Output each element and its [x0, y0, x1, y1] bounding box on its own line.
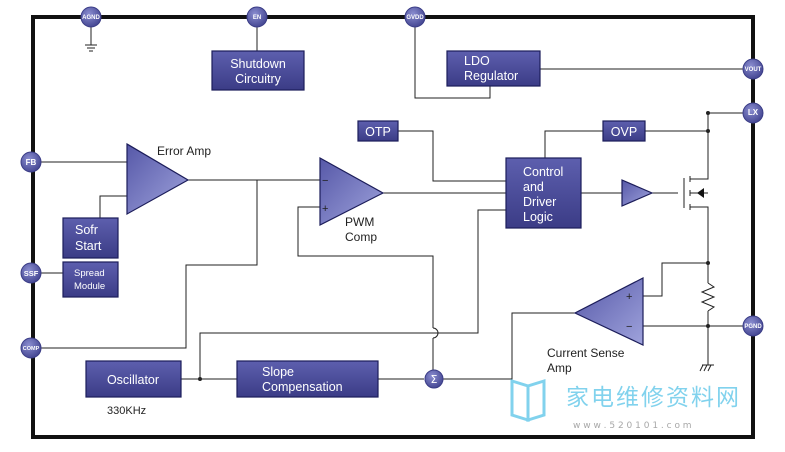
- oscillator-block: Oscillator: [85, 360, 182, 398]
- ldo-label-2: Regulator: [464, 69, 518, 83]
- pin-lx: LX: [742, 102, 764, 124]
- pwm-label-2: Comp: [345, 230, 377, 244]
- book-icon: [510, 378, 546, 423]
- frequency-label: 330KHz: [107, 405, 146, 417]
- watermark: 家电维修资料网 w w w . 5 2 0 1 0 1 . c o m: [510, 378, 741, 431]
- pin-vout-label: VOUT: [745, 67, 762, 73]
- pin-en: EN: [246, 6, 268, 28]
- current-sense-label-2: Amp: [547, 361, 572, 375]
- pwm-minus-sign: −: [322, 175, 328, 187]
- pin-fb: FB: [20, 151, 42, 173]
- pin-pgnd: PGND: [742, 315, 764, 337]
- spread-label-1: Spread: [74, 268, 105, 279]
- soft-start-block: Sofr Start: [62, 217, 119, 259]
- pin-gvdd: GVDD: [404, 6, 426, 28]
- cs-plus-sign: +: [626, 291, 632, 303]
- current-sense-label-1: Current Sense: [547, 346, 625, 360]
- shutdown-label-1: Shutdown: [230, 57, 286, 71]
- ldo-regulator-block: LDO Regulator: [446, 50, 541, 87]
- pin-gvdd-label: GVDD: [406, 15, 424, 21]
- soft-start-label-1: Sofr: [75, 223, 98, 237]
- pin-fb-label: FB: [26, 158, 37, 167]
- otp-label: OTP: [365, 125, 391, 139]
- watermark-url: w w w . 5 2 0 1 0 1 . c o m: [573, 421, 692, 431]
- spread-module-block: Spread Module: [62, 261, 119, 298]
- slope-label-2: Compensation: [262, 380, 343, 394]
- soft-start-label-2: Start: [75, 239, 102, 253]
- pin-comp: COMP: [20, 337, 42, 359]
- ldo-label-1: LDO: [464, 54, 490, 68]
- wires: [40, 26, 743, 381]
- otp-block: OTP: [357, 120, 399, 142]
- pin-agnd-label: AGND: [82, 15, 100, 21]
- shutdown-label-2: Circuitry: [235, 72, 282, 86]
- oscillator-label: Oscillator: [107, 373, 159, 387]
- control-label-2: and: [523, 180, 544, 194]
- slope-label-1: Slope: [262, 365, 294, 379]
- pin-comp-label: COMP: [23, 346, 40, 352]
- shutdown-circuitry-block: Shutdown Circuitry: [211, 50, 305, 91]
- slope-compensation-block: Slope Compensation: [236, 360, 379, 398]
- summing-junction: Σ: [424, 369, 444, 389]
- error-amplifier: [126, 142, 190, 216]
- cs-minus-sign: −: [626, 321, 632, 333]
- pin-agnd: AGND: [80, 6, 102, 28]
- watermark-text: 家电维修资料网: [566, 385, 741, 411]
- control-label-4: Logic: [523, 210, 553, 224]
- pin-ss: SSF: [20, 262, 42, 284]
- control-driver-logic-block: Control and Driver Logic: [505, 157, 582, 229]
- current-sense-amplifier: + −: [573, 277, 644, 346]
- ovp-block: OVP: [602, 120, 646, 142]
- pin-vout: VOUT: [742, 58, 764, 80]
- pwm-plus-sign: +: [322, 203, 328, 215]
- control-label-3: Driver: [523, 195, 556, 209]
- pin-pgnd-label: PGND: [744, 324, 762, 330]
- chip-outline: [31, 15, 755, 439]
- control-label-1: Control: [523, 165, 563, 179]
- gate-driver-buffer: [621, 179, 654, 207]
- ovp-label: OVP: [611, 125, 637, 139]
- pin-ss-label: SSF: [24, 269, 39, 278]
- pin-lx-label: LX: [748, 108, 759, 117]
- pin-en-label: EN: [253, 15, 261, 21]
- error-amp-label: Error Amp: [157, 144, 211, 158]
- pwm-comparator: − +: [319, 156, 385, 226]
- spread-label-2: Module: [74, 281, 105, 292]
- pwm-label-1: PWM: [345, 215, 374, 229]
- sum-symbol: Σ: [431, 373, 438, 386]
